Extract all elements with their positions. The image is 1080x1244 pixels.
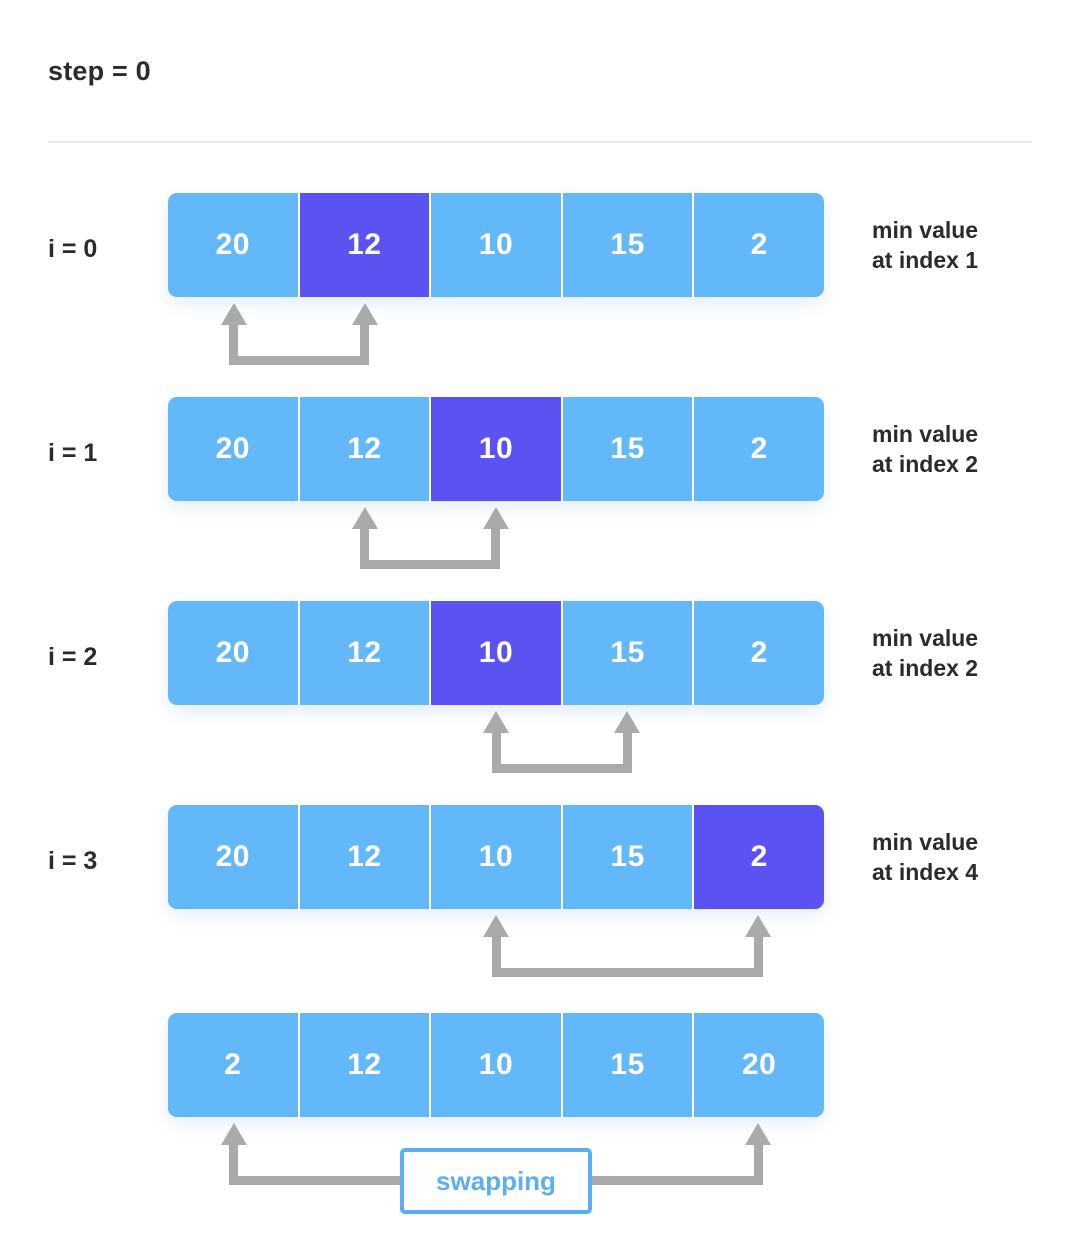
array-cell[interactable]: 20 <box>168 805 300 909</box>
header-divider <box>48 141 1032 143</box>
arrow-head-right-icon <box>745 1123 772 1145</box>
array-cell[interactable]: 2 <box>694 601 824 705</box>
array-cell[interactable]: 2 <box>694 193 824 297</box>
min-value-annotation: min value at index 4 <box>872 827 1072 888</box>
arrow-head-right-icon <box>614 711 641 733</box>
connector-stem-left <box>360 529 370 569</box>
annotation-line-1: min value <box>872 421 979 447</box>
array-cell[interactable]: 12 <box>299 601 432 705</box>
connector-bar <box>360 560 501 569</box>
swap-arrow-connector <box>483 711 641 773</box>
connector-stem-right <box>360 325 370 365</box>
array-cell[interactable]: 10 <box>431 397 563 501</box>
iteration-label: i = 2 <box>48 643 98 671</box>
annotation-line-1: min value <box>872 625 979 651</box>
min-value-annotation: min value at index 1 <box>872 215 1072 276</box>
annotation-line-2: at index 1 <box>872 247 979 274</box>
connector-stem-left <box>491 937 501 977</box>
swap-arrow-connector <box>220 303 378 365</box>
array-cell[interactable]: 15 <box>562 601 695 705</box>
array-cell[interactable]: 12 <box>299 397 432 501</box>
array-cell[interactable]: 20 <box>168 397 300 501</box>
connector-stem-right <box>753 937 763 977</box>
array-cell[interactable]: 15 <box>562 193 695 297</box>
connector-bar <box>491 968 763 977</box>
array-cell[interactable]: 10 <box>431 1013 563 1117</box>
arrow-head-right-icon <box>351 303 378 325</box>
array-cell[interactable]: 2 <box>694 397 824 501</box>
arrow-head-left-icon <box>351 507 378 529</box>
swapping-callout: swapping <box>400 1148 592 1214</box>
array-cell[interactable]: 10 <box>431 805 563 909</box>
iteration-label: i = 1 <box>48 439 98 467</box>
connector-stem-left <box>229 325 239 365</box>
annotation-line-2: at index 4 <box>872 859 979 886</box>
array-cell[interactable]: 12 <box>299 805 432 909</box>
iteration-label: i = 3 <box>48 847 98 875</box>
swap-arrow-connector <box>483 915 772 977</box>
arrow-head-left-icon <box>483 711 509 733</box>
annotation-line-2: at index 2 <box>872 451 979 478</box>
array-cell[interactable]: 15 <box>562 1013 695 1117</box>
annotation-line-2: at index 2 <box>872 655 979 682</box>
array-cell[interactable]: 12 <box>299 1013 432 1117</box>
iteration-label: i = 0 <box>48 235 98 263</box>
array-cell[interactable]: 15 <box>562 397 695 501</box>
array-cell[interactable]: 10 <box>431 193 563 297</box>
step-title: step = 0 <box>48 56 151 86</box>
array-cell[interactable]: 20 <box>168 193 300 297</box>
array-cell[interactable]: 12 <box>299 193 432 297</box>
annotation-line-1: min value <box>872 829 979 855</box>
connector-stem-right <box>753 1145 763 1185</box>
array-cell[interactable]: 10 <box>431 601 563 705</box>
min-value-annotation: min value at index 2 <box>872 623 1072 684</box>
swap-arrow-connector <box>351 507 509 569</box>
array-cell[interactable]: 15 <box>562 805 695 909</box>
min-value-annotation: min value at index 2 <box>872 419 1072 480</box>
connector-bar <box>491 764 632 773</box>
arrow-head-right-icon <box>745 915 772 937</box>
arrow-head-left-icon <box>220 1123 247 1145</box>
arrow-head-left-icon <box>483 915 509 937</box>
connector-stem-left <box>491 733 501 773</box>
array-cell[interactable]: 2 <box>694 805 824 909</box>
annotation-line-1: min value <box>872 217 979 243</box>
connector-stem-right <box>622 733 632 773</box>
connector-bar <box>229 356 370 365</box>
array-cell[interactable]: 20 <box>168 601 300 705</box>
arrow-head-left-icon <box>220 303 247 325</box>
array-cell[interactable]: 2 <box>168 1013 300 1117</box>
array-cell[interactable]: 20 <box>694 1013 824 1117</box>
connector-stem-left <box>229 1145 239 1185</box>
arrow-head-right-icon <box>482 507 509 529</box>
connector-stem-right <box>491 529 501 569</box>
